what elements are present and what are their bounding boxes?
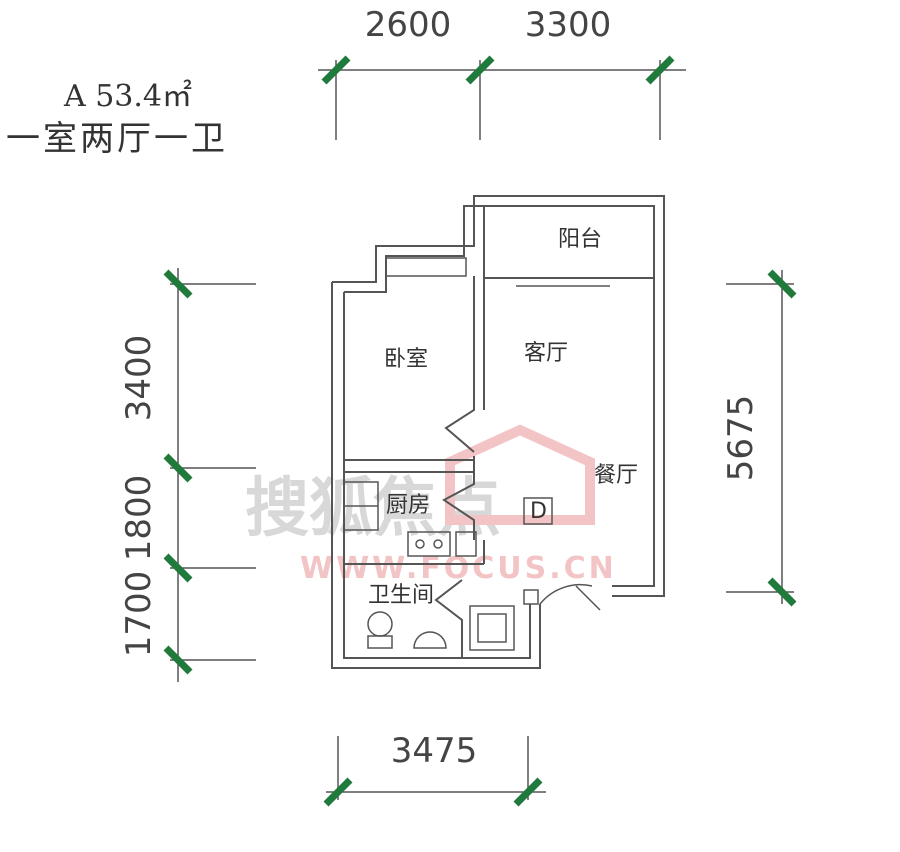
bottom-dimension: 3475	[323, 731, 546, 807]
top-dimension: 2600 3300	[318, 5, 686, 140]
dimension-tick	[163, 269, 193, 299]
right-dimension: 5675	[721, 269, 797, 607]
dim-top-2: 3300	[525, 5, 612, 45]
dimension-tick	[645, 55, 675, 85]
dim-right: 5675	[721, 395, 761, 482]
left-dimension: 3400 1800 1700	[119, 268, 256, 682]
dimension-tick	[513, 777, 543, 807]
layout-label: 一室两厅一卫	[6, 119, 228, 159]
dimension-tick	[163, 645, 193, 675]
dimension-tick	[323, 777, 353, 807]
room-living-label: 客厅	[524, 341, 568, 366]
watermark-url: WWW.FOCUS.CN	[300, 551, 617, 586]
dim-top-1: 2600	[365, 5, 452, 45]
dimension-tick	[163, 453, 193, 483]
watermark-text: 搜狐焦点	[245, 472, 501, 546]
fridge-label: D	[530, 499, 547, 524]
room-balcony-label: 阳台	[558, 227, 602, 252]
plan-walls	[331, 195, 665, 669]
dim-left-2: 1800	[119, 475, 159, 562]
watermark: 搜狐焦点 WWW.FOCUS.CN	[245, 424, 617, 586]
room-dining-label: 餐厅	[594, 463, 638, 488]
dimension-tick	[465, 55, 495, 85]
dim-bottom: 3475	[391, 731, 478, 771]
dimension-tick	[767, 269, 797, 299]
dimension-tick	[163, 553, 193, 583]
room-labels: 阳台 卧室 客厅 餐厅 厨房 卫生间 D	[368, 227, 638, 608]
room-bathroom-label: 卫生间	[368, 583, 434, 608]
room-bedroom-label: 卧室	[384, 347, 428, 372]
plan-title: A 53.4㎡ 一室两厅一卫	[6, 79, 228, 159]
dimension-tick	[767, 577, 797, 607]
room-kitchen-label: 厨房	[386, 493, 430, 518]
dim-left-3: 1700	[119, 571, 159, 658]
dimension-tick	[321, 55, 351, 85]
dim-left-1: 3400	[119, 335, 159, 422]
area-label: A 53.4㎡	[63, 79, 192, 114]
